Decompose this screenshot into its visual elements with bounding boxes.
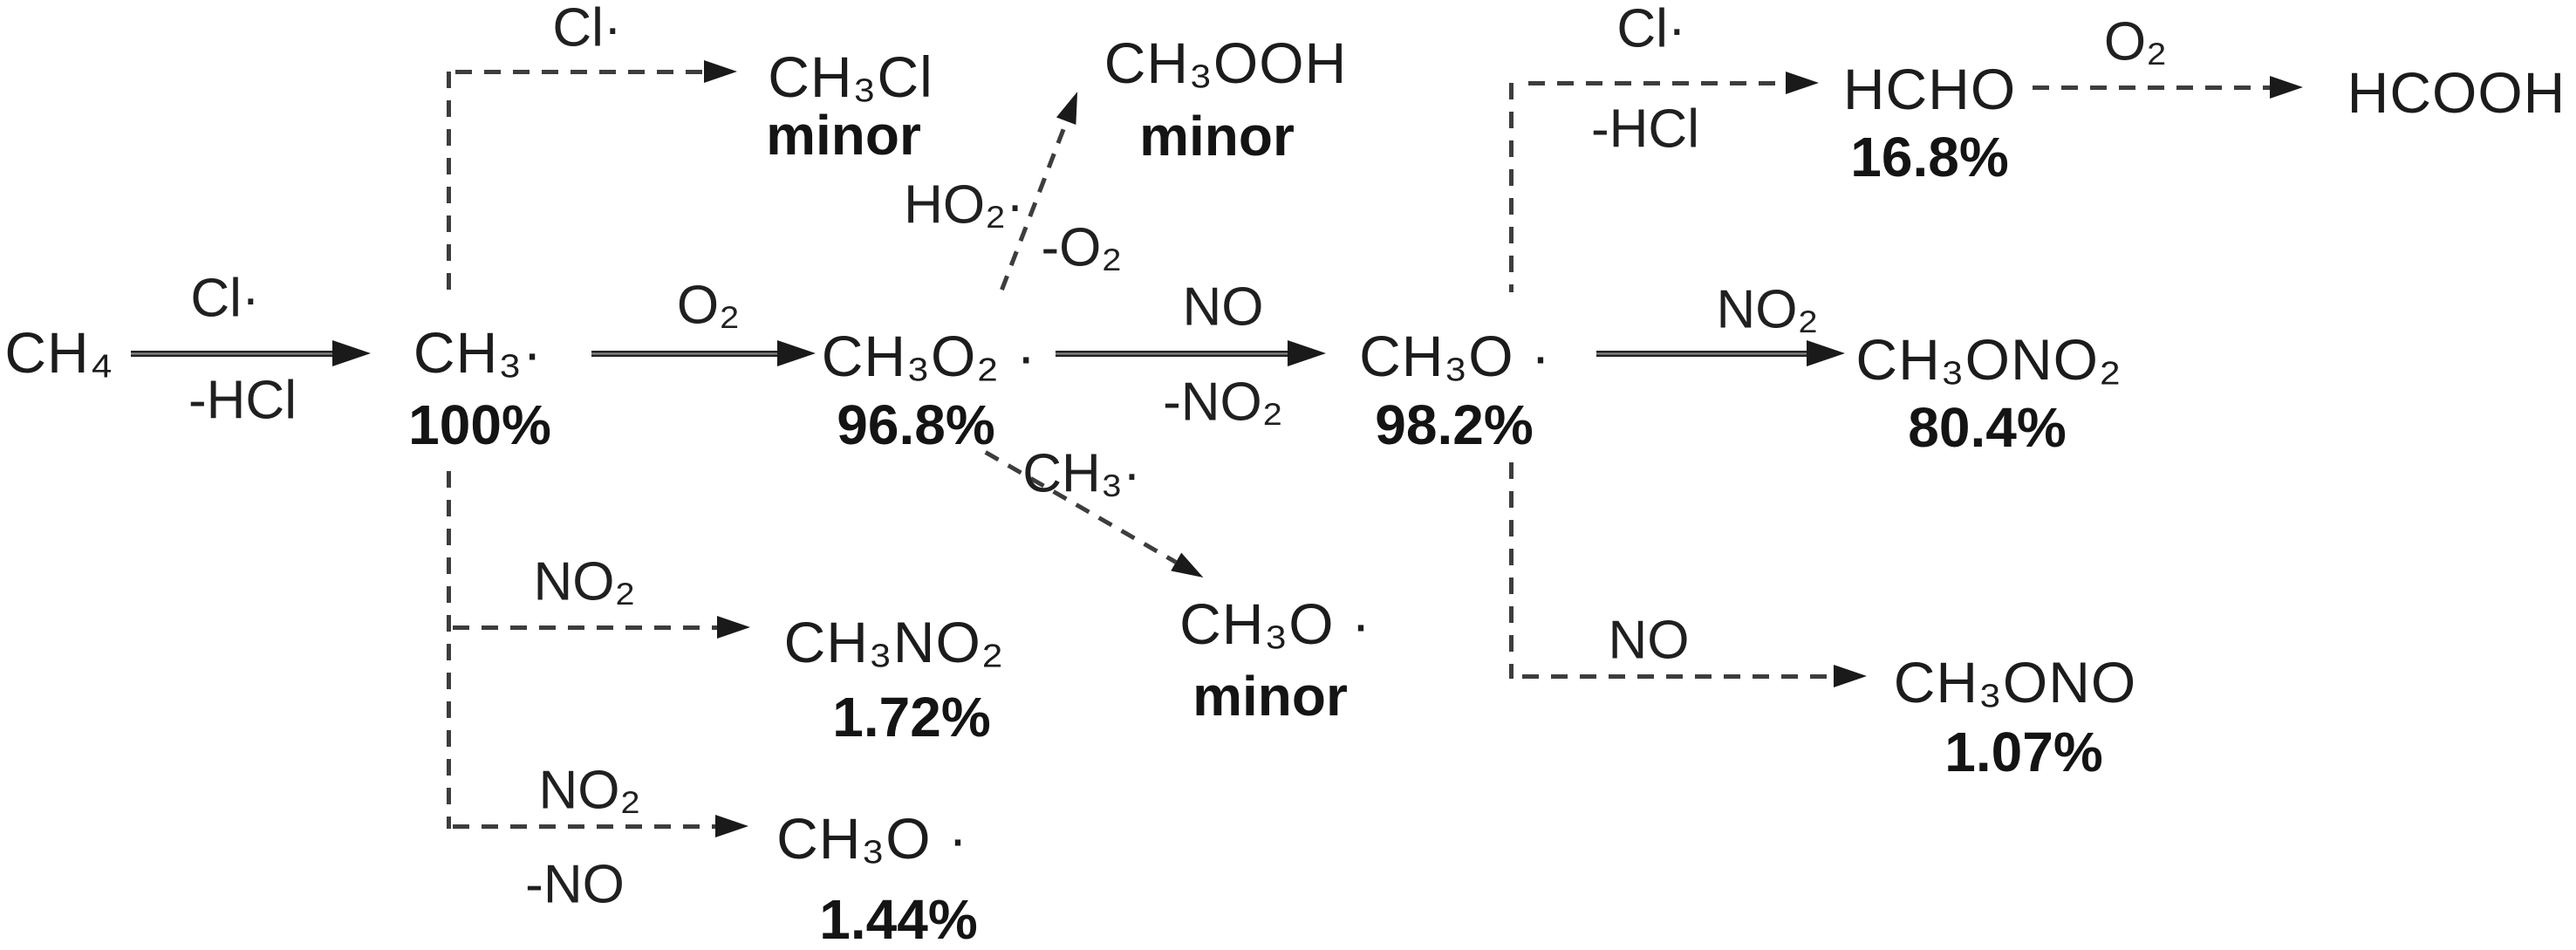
reagent-a4: NO₂ [1716, 279, 1819, 340]
arrowhead-icon [1171, 552, 1209, 587]
dashed-arrow-ch3-to-ch3no2 [453, 616, 750, 639]
dashed-shaft [453, 625, 717, 630]
species-hcho: HCHO [1842, 57, 2017, 121]
arrowhead-icon [1834, 665, 1867, 687]
reagent-d2: Cl· [1616, 0, 1686, 59]
species-ch3cl: CH₃Cl [768, 44, 933, 109]
species-ch3-radical: CH₃· [413, 320, 543, 385]
arrowhead-icon [1288, 340, 1326, 366]
yield-ch3ono: 1.07% [1944, 721, 2103, 783]
reagent-g2: CH₃· [1022, 443, 1141, 504]
arrow-ch3o2-to-ch3o [1056, 340, 1326, 366]
species-ch3ono: CH₃ONO [1893, 650, 2137, 714]
arrow-shaft [591, 350, 777, 357]
species-ch3o-radical: CH₃O · [1359, 324, 1551, 388]
yield-ch3o: 98.2% [1375, 393, 1534, 456]
arrowhead-icon [332, 340, 371, 366]
reagent-d1: Cl· [552, 0, 622, 58]
arrowhead-icon [715, 815, 748, 837]
yield-ch3o2: 96.8% [837, 393, 995, 456]
yield-ch3ono2: 80.4% [1908, 396, 2067, 459]
dashed-arrow-hcho-to-hcooh [2033, 76, 2303, 99]
species-ch3ono2: CH₃ONO₂ [1855, 327, 2122, 392]
dashed-arrow-ch3o-to-ch3ono [1522, 665, 1867, 687]
dashed-line-ch3o-down [1509, 462, 1513, 679]
reagent-g1: HO₂· [904, 174, 1024, 236]
arrow-ch3o-to-ch3ono2 [1596, 340, 1845, 366]
dashed-shaft [1522, 673, 1834, 679]
arrowhead-icon [704, 60, 737, 83]
species-ch3o-radical-bottom: CH₃O · [776, 806, 968, 871]
species-ch3ooh: CH₃OOH [1104, 31, 1348, 95]
species-ch3o2-radical: CH₃O₂ · [821, 324, 1037, 388]
species-ch3o-radical-minor: CH₃O · [1179, 591, 1371, 656]
yield-ch3cl: minor [766, 104, 921, 167]
species-hcooh: HCOOH [2347, 60, 2566, 125]
arrow-shaft [1596, 350, 1807, 357]
byproduct-g1: -O₂ [1041, 217, 1123, 278]
reagent-a2: O₂ [676, 275, 741, 336]
yield-ch3o-minor: minor [1192, 665, 1348, 728]
dashed-shaft [1528, 80, 1786, 85]
reagent-d5: NO₂ [538, 760, 641, 821]
arrowhead-icon [1807, 340, 1845, 366]
arrow-shaft [1056, 350, 1288, 357]
species-ch3no2: CH₃NO₂ [783, 610, 1005, 674]
yield-ch3no2: 1.72% [832, 686, 991, 748]
dashed-shaft [2033, 85, 2270, 90]
reagent-d6: NO [1608, 610, 1690, 671]
byproduct-d5: -NO [525, 854, 625, 915]
arrow-shaft [131, 350, 332, 357]
arrowhead-icon [717, 616, 750, 639]
dashed-arrow-ch3o-to-hcho [1528, 72, 1819, 94]
dashed-line-ch3-up [447, 72, 451, 297]
species-ch4: CH₄ [4, 320, 114, 385]
dashed-shaft [455, 69, 704, 74]
byproduct-a1: -HCl [188, 370, 297, 431]
byproduct-d2: -HCl [1591, 99, 1699, 160]
yield-ch3: 100% [408, 393, 551, 456]
reagent-d3: O₂ [2103, 11, 2168, 72]
byproduct-a3: -NO₂ [1163, 372, 1283, 433]
arrow-ch4-to-ch3 [131, 340, 371, 366]
reagent-a3: NO [1182, 277, 1264, 338]
dashed-arrow-ch3-to-ch3o-bottom [453, 815, 748, 837]
dashed-line-ch3-down [447, 471, 451, 829]
arrowhead-icon [2270, 76, 2303, 99]
reagent-a1: Cl· [190, 268, 260, 329]
arrowhead-icon [1786, 72, 1819, 94]
yield-ch3ooh: minor [1139, 105, 1295, 167]
yield-hcho: 16.8% [1850, 126, 2009, 188]
yield-ch3o-bottom: 1.44% [819, 888, 978, 950]
dashed-arrow-ch3-to-ch3cl [455, 60, 737, 83]
arrowhead-icon [777, 340, 816, 366]
reagent-d4: NO₂ [533, 551, 636, 612]
arrow-ch3-to-ch3o2 [591, 340, 816, 366]
dashed-shaft [453, 824, 715, 829]
arrowhead-icon [1056, 87, 1088, 126]
dashed-line-ch3o-up [1509, 83, 1513, 292]
